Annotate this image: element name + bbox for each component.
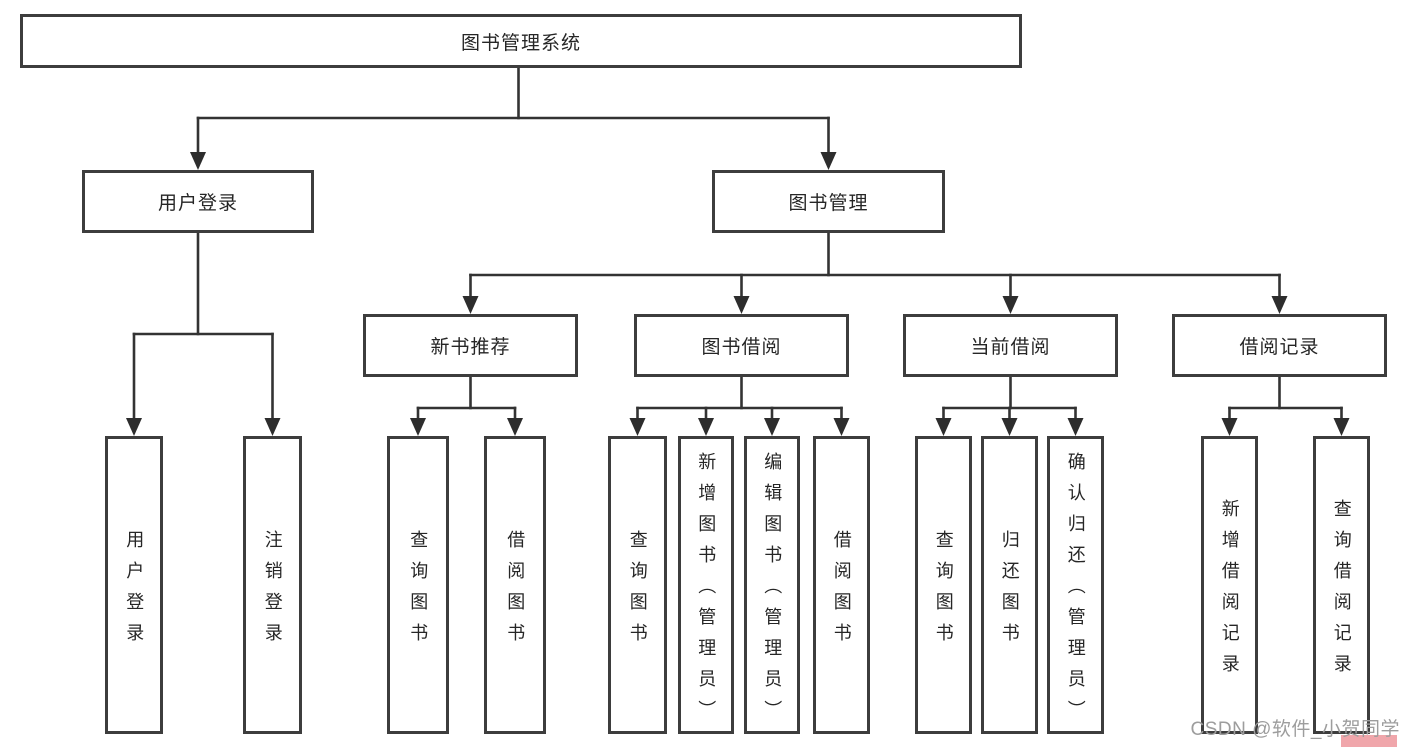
node-label: 图书借阅 <box>701 337 782 358</box>
leaf-confirm-return-admin: 确认归还（管理员） <box>1047 436 1104 734</box>
arrowhead-icon <box>935 418 952 436</box>
leaf-label: 借阅图书 <box>505 529 526 654</box>
node-label: 用户登录 <box>157 193 238 214</box>
node-label: 图书管理系统 <box>460 32 581 54</box>
leaf-label: 注销登录 <box>262 529 283 654</box>
leaf-query-borrow-record: 查询借阅记录 <box>1313 436 1370 734</box>
leaf-label: 归还图书 <box>999 529 1020 654</box>
leaf-label: 新增借阅记录 <box>1219 498 1240 685</box>
arrowhead-icon <box>507 418 523 436</box>
node-new-book-recommend: 新书推荐 <box>363 314 578 377</box>
leaf-label: 查询借阅记录 <box>1331 498 1352 685</box>
leaf-query-books-borrowing: 查询图书 <box>608 436 667 734</box>
leaf-label: 查询图书 <box>627 529 648 654</box>
leaf-edit-books-admin: 编辑图书（管理员） <box>744 436 800 734</box>
arrowhead-icon <box>820 152 837 170</box>
node-label: 新书推荐 <box>430 337 511 358</box>
arrowhead-icon <box>462 296 479 314</box>
leaf-user-login: 用户登录 <box>105 436 163 734</box>
arrowhead-icon <box>629 418 646 436</box>
watermark-accent-block <box>1341 735 1397 747</box>
arrowhead-icon <box>1001 418 1018 436</box>
leaf-logout: 注销登录 <box>243 436 302 734</box>
node-library-management-system: 图书管理系统 <box>20 14 1022 68</box>
leaf-add-books-admin: 新增图书（管理员） <box>678 436 734 734</box>
leaf-label: 用户登录 <box>124 529 145 654</box>
arrowhead-icon <box>1067 418 1084 436</box>
arrowhead-icon <box>126 418 142 436</box>
leaf-label: 编辑图书（管理员） <box>762 452 783 731</box>
leaf-label: 确认归还（管理员） <box>1065 452 1086 731</box>
arrowhead-icon <box>833 418 850 436</box>
arrowhead-icon <box>1333 418 1350 436</box>
node-book-borrowing: 图书借阅 <box>634 314 849 377</box>
arrowhead-icon <box>733 296 750 314</box>
arrowhead-icon <box>1002 296 1019 314</box>
leaf-borrow-books-recommend: 借阅图书 <box>484 436 546 734</box>
leaf-label: 新增图书（管理员） <box>696 452 717 731</box>
node-label: 当前借阅 <box>970 337 1051 358</box>
node-label: 图书管理 <box>788 193 869 214</box>
arrowhead-icon <box>764 418 780 436</box>
leaf-borrow-books: 借阅图书 <box>813 436 870 734</box>
leaf-return-books: 归还图书 <box>981 436 1038 734</box>
node-book-management: 图书管理 <box>712 170 945 233</box>
arrowhead-icon <box>698 418 714 436</box>
leaf-query-books-current: 查询图书 <box>915 436 972 734</box>
leaf-label: 借阅图书 <box>831 529 852 654</box>
arrowhead-icon <box>264 418 281 436</box>
node-borrowing-records: 借阅记录 <box>1172 314 1387 377</box>
arrowhead-icon <box>190 152 206 170</box>
leaf-label: 查询图书 <box>933 529 954 654</box>
arrowhead-icon <box>1221 418 1238 436</box>
watermark-text: CSDN @软件_小贺同学 <box>1190 719 1400 740</box>
arrowhead-icon <box>410 418 426 436</box>
node-user-login: 用户登录 <box>82 170 314 233</box>
leaf-add-borrow-record: 新增借阅记录 <box>1201 436 1258 734</box>
leaf-label: 查询图书 <box>408 529 429 654</box>
arrowhead-icon <box>1271 296 1288 314</box>
leaf-query-books-recommend: 查询图书 <box>387 436 449 734</box>
node-label: 借阅记录 <box>1239 337 1320 358</box>
node-current-borrowing: 当前借阅 <box>903 314 1118 377</box>
